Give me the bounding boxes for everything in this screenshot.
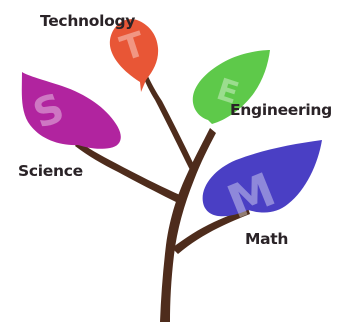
leaf-science: S: [21, 72, 121, 149]
trunk: [160, 128, 216, 322]
label-math: Math: [245, 230, 288, 248]
leaf-technology: T: [109, 19, 159, 92]
leaf-engineering: E: [192, 50, 270, 124]
branch-science: [75, 141, 180, 202]
label-technology: Technology: [40, 12, 135, 30]
branch-math: [172, 208, 250, 254]
label-science: Science: [18, 162, 83, 180]
leaf-math: M: [202, 140, 322, 229]
tree-trunk: [75, 72, 250, 322]
branch-technology: [142, 72, 195, 170]
label-engineering: Engineering: [230, 101, 332, 119]
